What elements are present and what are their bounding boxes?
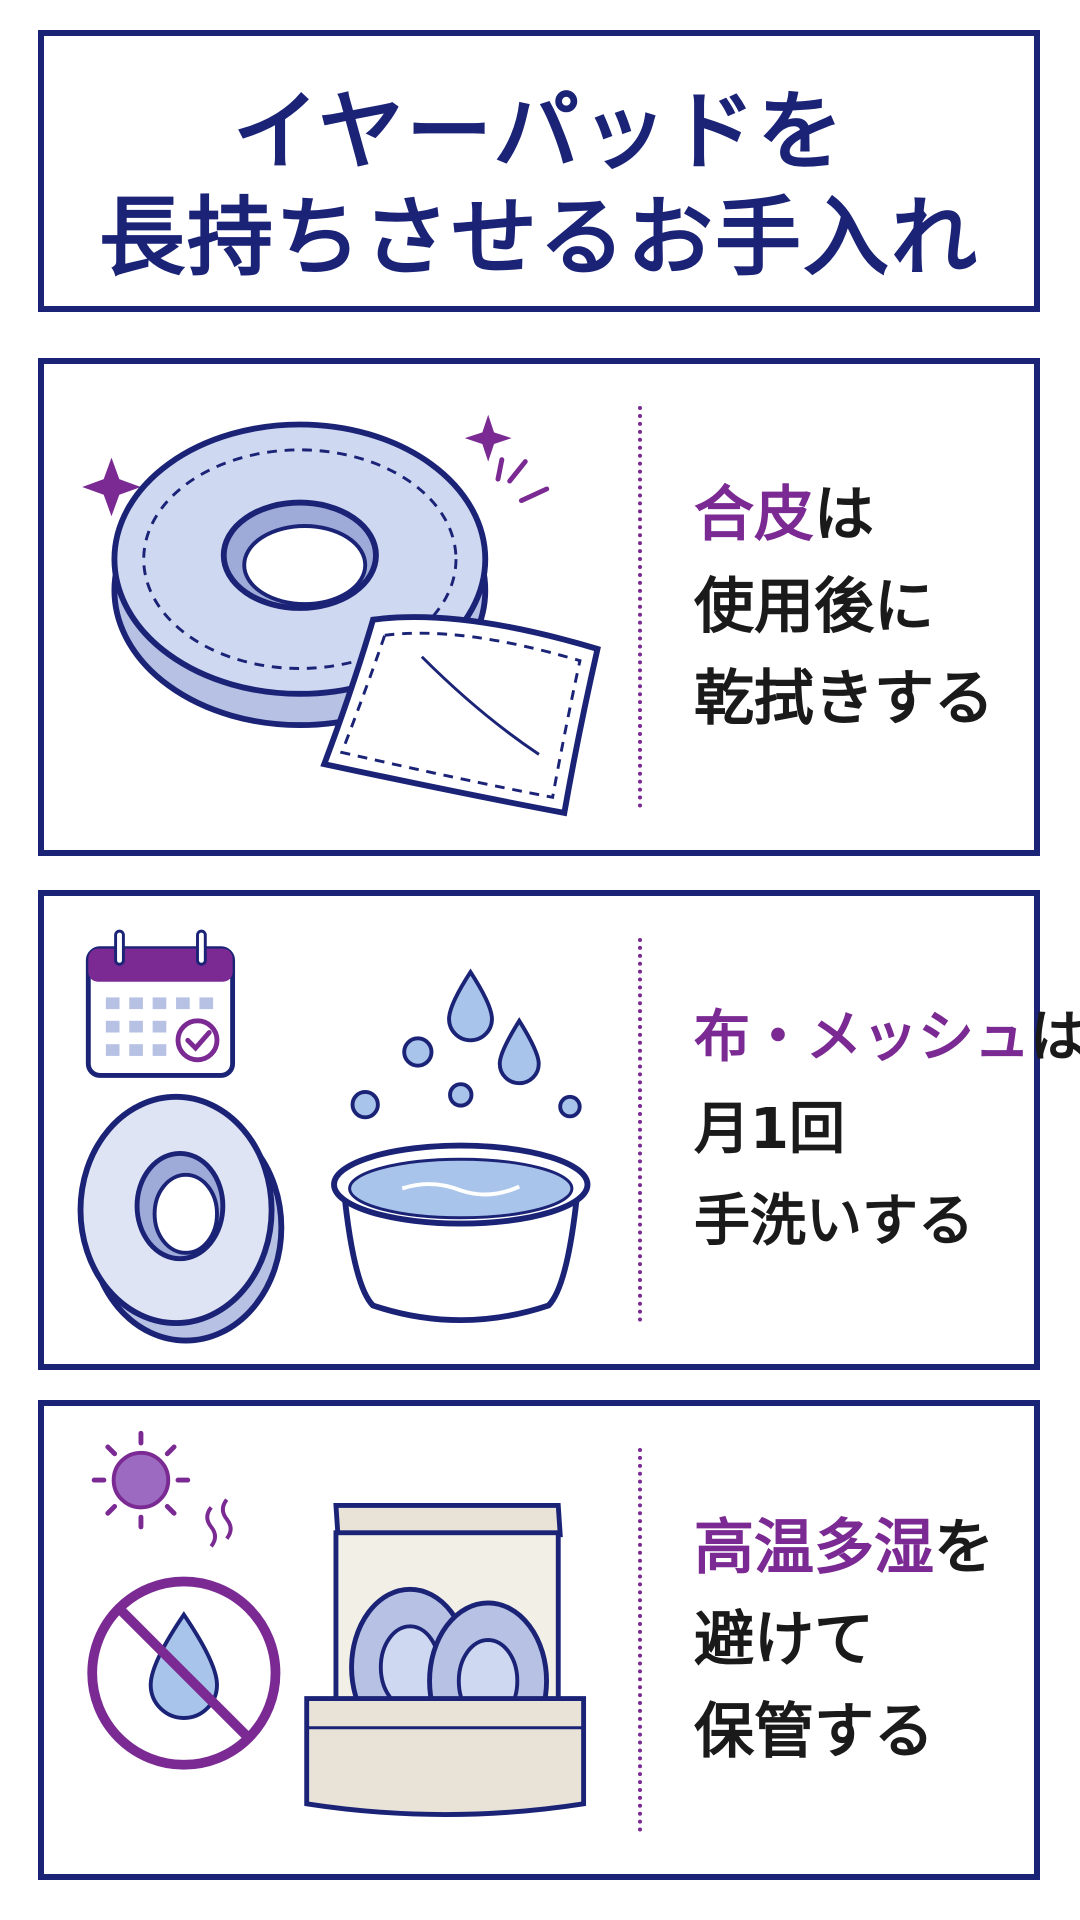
card-3-text: 高温多湿を 避けて 保管する [694,1406,1014,1874]
card-3-line-2: 避けて [694,1605,874,1675]
calendar-check-icon [85,929,236,1078]
card-2-line-1: 布・メッシュは [694,992,1080,1084]
card-1-illustration [82,414,601,817]
no-moisture-icon [87,1576,281,1770]
card-1-line-3: 乾拭きする [694,664,994,734]
card-1-line-2: 使用後に [694,572,934,642]
card-2-text: 布・メッシュは 月1回 手洗いする [694,896,1080,1364]
card-1-highlight: 合皮 [694,480,814,550]
card-1-text: 合皮は 使用後に 乾拭きする [694,364,1014,850]
card-3-divider [638,1448,642,1832]
card-1-particle: は [814,480,874,550]
card-3-line-3: 保管する [694,1697,934,1767]
card-2-highlight: 布・メッシュ [694,1005,1030,1070]
card-3-particle: を [934,1513,994,1583]
card-2-divider [638,938,642,1322]
mesh-ear-pad-icon [77,1093,285,1344]
card-3-illustration [87,1430,587,1817]
card-3-line-1: 高温多湿を [694,1502,1014,1594]
card-2-illustration [77,929,591,1344]
card-1-line-1: 合皮は [694,469,1014,561]
heat-wave-icon [205,1498,233,1548]
storage-box-icon [304,1503,587,1817]
shine-lines-icon [495,457,550,504]
sun-icon [91,1430,191,1530]
card-2-line-3: 手洗いする [694,1189,974,1254]
cloth-icon [320,614,601,817]
title-box: イヤーパッドを 長持ちさせるお手入れ [38,30,1040,312]
sparkle-icon [82,414,512,517]
page-title-line-2: 長持ちさせるお手入れ [99,188,979,288]
water-drop-icon [350,968,582,1120]
page-title-line-1: イヤーパッドを [232,82,846,182]
water-basin-icon [331,1142,591,1324]
card-2-line-2: 月1回 [694,1097,845,1162]
care-card-synthetic-leather: 合皮は 使用後に 乾拭きする [38,358,1040,856]
care-card-fabric-mesh: 布・メッシュは 月1回 手洗いする [38,890,1080,1370]
card-1-divider [638,406,642,808]
care-card-storage: 高温多湿を 避けて 保管する [38,1400,1040,1880]
card-3-highlight: 高温多湿 [694,1513,934,1583]
card-2-particle: は [1030,1005,1080,1070]
